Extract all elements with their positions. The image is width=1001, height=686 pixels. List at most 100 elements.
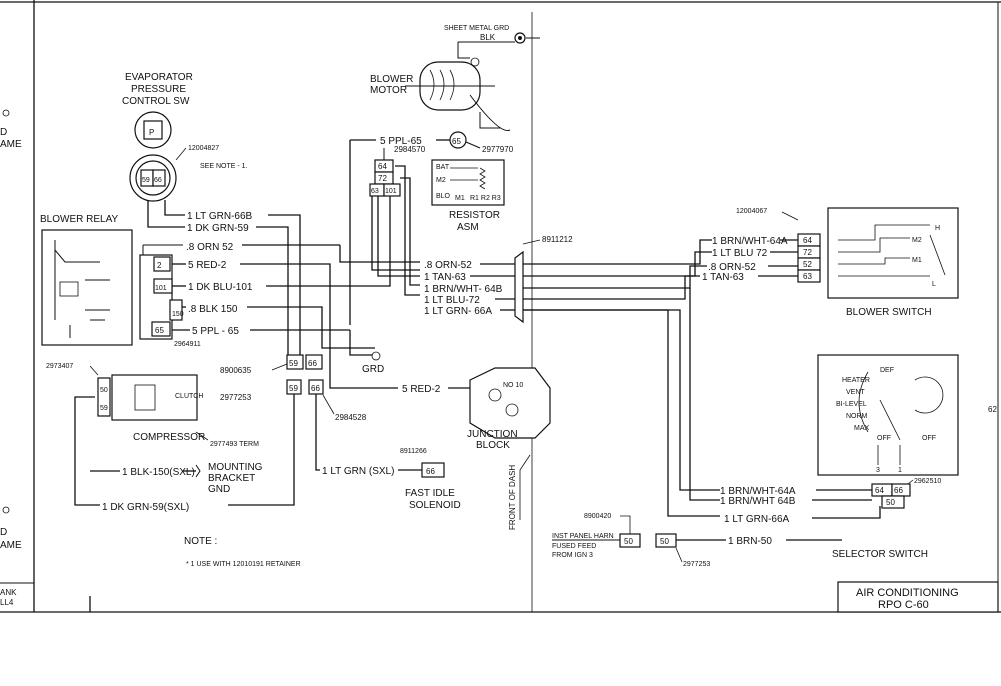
relay-pin-150: 150: [172, 311, 184, 318]
ip-l1: INST PANEL HARN: [552, 533, 614, 540]
left-edge-labels: D AME D AME ANK LL4: [0, 109, 22, 607]
blower-motor-label-2: MOTOR: [370, 85, 407, 96]
wire-blk150: .8 BLK 150: [188, 304, 238, 315]
sel-norm: NORM: [846, 413, 868, 420]
page-frame: [0, 0, 1001, 613]
resistor-c72: 72: [378, 174, 387, 183]
blower-motor-group: SHEET METAL GRD BLK BLOWER MOTOR: [370, 25, 540, 132]
p2977970-label: 2977970: [482, 145, 514, 154]
blower-relay-icon: [41, 229, 133, 346]
evap-pin-66: 66: [154, 177, 162, 184]
resistor-title-2: ASM: [457, 222, 479, 233]
resistor-m1: M1: [455, 195, 465, 202]
wire-mid-tan63: 1 TAN-63: [424, 272, 466, 283]
svg-text:3: 3: [876, 467, 880, 474]
compressor-group: 2973407 50 59 CLUTCH COMPRESSOR 2977493 …: [46, 363, 263, 513]
relay-pin-101: 101: [155, 285, 167, 292]
relay-pin-2: 2: [157, 261, 162, 270]
compressor-c50: 50: [100, 387, 108, 394]
selector-title: SELECTOR SWITCH: [832, 549, 928, 560]
wire-red2-junction: 5 RED-2: [402, 384, 441, 395]
note-group: NOTE : * 1 USE WITH 12010191 RETAINER: [184, 536, 301, 568]
sheetmetal-grd-label: SHEET METAL GRD: [444, 25, 509, 32]
selector-switch-icon: [817, 354, 959, 476]
compressor-term: 2977493 TERM: [210, 441, 259, 448]
evap-switch-group: EVAPORATOR PRESSURE CONTROL SW P 59 66 1…: [122, 72, 248, 228]
compressor-part: 2973407: [46, 363, 73, 370]
mount-bracket-3: GND: [208, 484, 230, 495]
ppl65-label: 5 PPL-65: [380, 136, 422, 147]
sel-part: 2962510: [914, 478, 941, 485]
bsw-c52: 52: [803, 260, 812, 269]
compressor-title: COMPRESSOR: [133, 432, 205, 443]
resistor-bat: BAT: [436, 164, 450, 171]
sel-c66: 66: [894, 486, 903, 495]
sel-def: DEF: [880, 367, 894, 374]
fast-idle-part: 8911266: [400, 448, 427, 455]
blower-relay-title: BLOWER RELAY: [40, 214, 118, 225]
ip-l3: FROM IGN 3: [552, 552, 593, 559]
wire-orn52: .8 ORN 52: [186, 242, 234, 253]
left-label-d1: D: [0, 127, 7, 138]
left-harness-wires: 1 LT GRN-66B 1 DK GRN-59 .8 ORN 52 5 RED…: [142, 185, 420, 389]
wire-mid-ltgrn66a: 1 LT GRN- 66A: [424, 306, 492, 317]
wire-dkgrn59: 1 DK GRN-59: [187, 223, 249, 234]
junction-c59-bot: 59: [289, 384, 298, 393]
bsw-wire-64a: 1 BRN/WHT-64A: [712, 236, 788, 247]
selector-switch-group: HEATER VENT BI-LEVEL NORM MAX DEF OFF OF…: [720, 354, 959, 560]
relay-pin-65: 65: [155, 326, 164, 335]
connector-65-icon: [449, 131, 467, 149]
blower-switch-title: BLOWER SWITCH: [846, 307, 932, 318]
sel-off2: OFF: [922, 435, 936, 442]
compressor-icon: [111, 374, 198, 421]
wire-mid-orn52: .8 ORN-52: [424, 260, 472, 271]
resistor-asm-icon: [431, 159, 505, 206]
junction-c66-bot: 66: [311, 384, 320, 393]
blower-switch-group: 12004067 1 BRN/WHT-64A 1 LT BLU 72 .8 OR…: [702, 207, 959, 318]
svg-text:P: P: [149, 128, 154, 137]
evap-note-label: SEE NOTE - 1.: [200, 163, 248, 170]
sel-c50: 50: [886, 498, 895, 507]
resistor-blo: BLO: [436, 193, 451, 200]
right-edge-label: 62: [988, 405, 997, 414]
resistor-m2: M2: [436, 177, 446, 184]
sel-bilevel: BI-LEVEL: [836, 401, 867, 408]
junction-title-1: JUNCTION: [467, 429, 518, 440]
fast-idle-connector-icon: [421, 462, 445, 478]
sel-wire-64a: 1 BRN/WHT-64A: [720, 486, 796, 497]
fast-idle-group: 1 LT GRN (SXL) 66 8911266 FAST IDLE SOLE…: [322, 448, 461, 511]
blower-switch-icon: [827, 207, 959, 299]
p2984570-label: 2984570: [394, 145, 426, 154]
wire-dkblu101: 1 DK BLU-101: [188, 282, 253, 293]
ip-c50a: 50: [624, 537, 633, 546]
wire-fast-idle: 1 LT GRN (SXL): [322, 466, 394, 477]
sel-wire-50: 1 BRN-50: [728, 536, 772, 547]
wire-ltgrn66b: 1 LT GRN-66B: [187, 211, 253, 222]
bsw-c64: 64: [803, 236, 812, 245]
left-label-ank: ANK: [0, 588, 17, 597]
ip-p2977253: 2977253: [683, 561, 710, 568]
bsw-c72: 72: [803, 248, 812, 257]
fast-idle-c66: 66: [426, 467, 435, 476]
bsw-term-l: L: [932, 281, 936, 288]
connector-65-label: 65: [452, 137, 461, 146]
front-of-dash-group: FRONT OF DASH: [508, 454, 531, 530]
compressor-clutch: CLUTCH: [175, 393, 203, 400]
compressor-c59: 59: [100, 405, 108, 412]
fast-idle-title-1: FAST IDLE: [405, 488, 455, 499]
sel-wire-66a: 1 LT GRN-66A: [724, 514, 790, 525]
wire-ppl65-lower: 5 PPL - 65: [192, 326, 239, 337]
junction-c59-top: 59: [289, 359, 298, 368]
ip-part: 8900420: [584, 513, 611, 520]
middle-harness-wires: .8 ORN-52 1 TAN-63 1 BRN/WHT- 64B 1 LT B…: [349, 235, 573, 395]
mount-bracket-2: BRACKET: [208, 473, 255, 484]
title-line-1: AIR CONDITIONING: [856, 587, 959, 599]
left-label-ame1: AME: [0, 139, 22, 150]
dash-to-switch-wires: [523, 239, 720, 517]
mount-bracket-1: MOUNTING: [208, 462, 263, 473]
sel-off1: OFF: [877, 435, 891, 442]
dash-connector-icon: [514, 250, 524, 324]
resistor-c101: 101: [385, 188, 397, 195]
resistor-title-1: RESISTOR: [449, 210, 500, 221]
wire-blk150sxl: 1 BLK-150(SXL): [122, 467, 195, 478]
